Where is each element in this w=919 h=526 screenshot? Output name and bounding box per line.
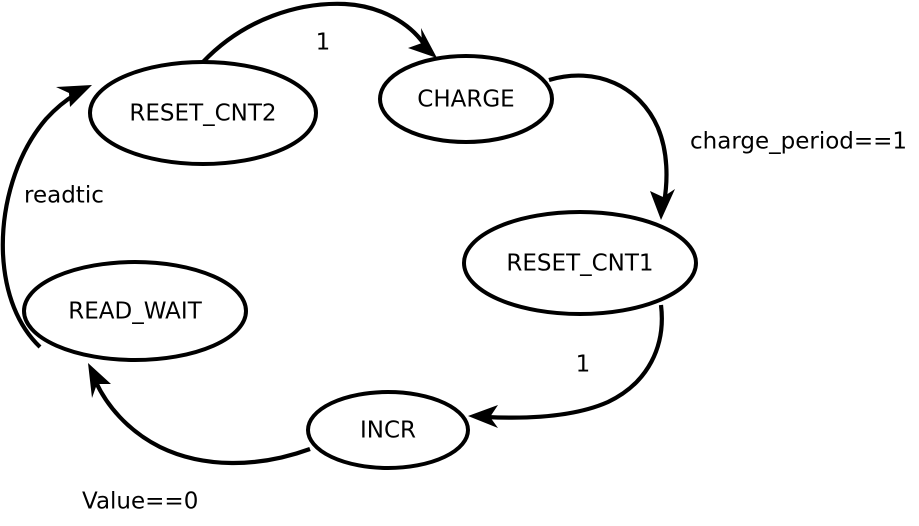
arrowhead-read-wait [88, 363, 111, 398]
edge-label-read-wait-to-reset-cnt2: readtic [24, 183, 104, 209]
state-ellipse-reset-cnt2[interactable] [88, 60, 318, 166]
state-label-reset-cnt1: RESET_CNT1 [506, 251, 653, 277]
edge-label-reset-cnt1-to-incr: 1 [576, 352, 591, 378]
state-label-read-wait: READ_WAIT [68, 299, 202, 325]
state-ellipse-incr[interactable] [306, 390, 470, 470]
transition-reset-cnt2-to-charge: 1 [201, 1, 437, 64]
state-node-incr[interactable]: INCR [306, 390, 470, 470]
state-ellipse-charge[interactable] [378, 54, 554, 144]
state-node-reset-cnt2[interactable]: RESET_CNT2 [88, 60, 318, 166]
transition-reset-cnt1-to-incr: 1 [468, 304, 664, 428]
state-label-incr: INCR [360, 418, 416, 444]
state-node-reset-cnt1[interactable]: RESET_CNT1 [462, 210, 698, 316]
arrowhead-reset-cnt1 [650, 189, 675, 220]
state-ellipse-read-wait[interactable] [22, 260, 248, 362]
state-label-charge: CHARGE [417, 87, 514, 113]
edge-label-charge-to-reset-cnt1: charge_period==1 [690, 129, 907, 155]
edge-path-reset-cnt2-to-charge [201, 1, 426, 64]
state-node-charge[interactable]: CHARGE [378, 54, 554, 144]
transition-charge-to-reset-cnt1: charge_period==1 [548, 73, 907, 220]
edge-label-reset-cnt2-to-charge: 1 [316, 30, 331, 56]
transition-read-wait-to-reset-cnt2: readtic [0, 85, 104, 349]
arrowhead-incr [468, 405, 498, 428]
edge-path-incr-to-read-wait [93, 379, 311, 466]
state-node-read-wait[interactable]: READ_WAIT [22, 260, 248, 362]
state-label-reset-cnt2: RESET_CNT2 [129, 101, 276, 127]
arrowhead-charge [408, 28, 437, 58]
edge-path-charge-to-reset-cnt1 [548, 73, 669, 204]
arrowhead-reset-cnt2 [56, 85, 92, 107]
edge-path-read-wait-to-reset-cnt2 [0, 92, 78, 349]
state-ellipse-reset-cnt1[interactable] [462, 210, 698, 316]
edge-label-incr-to-read-wait: Value==0 [82, 489, 198, 515]
transition-incr-to-read-wait: Value==0 [82, 363, 311, 515]
edge-path-reset-cnt1-to-incr [485, 304, 664, 420]
